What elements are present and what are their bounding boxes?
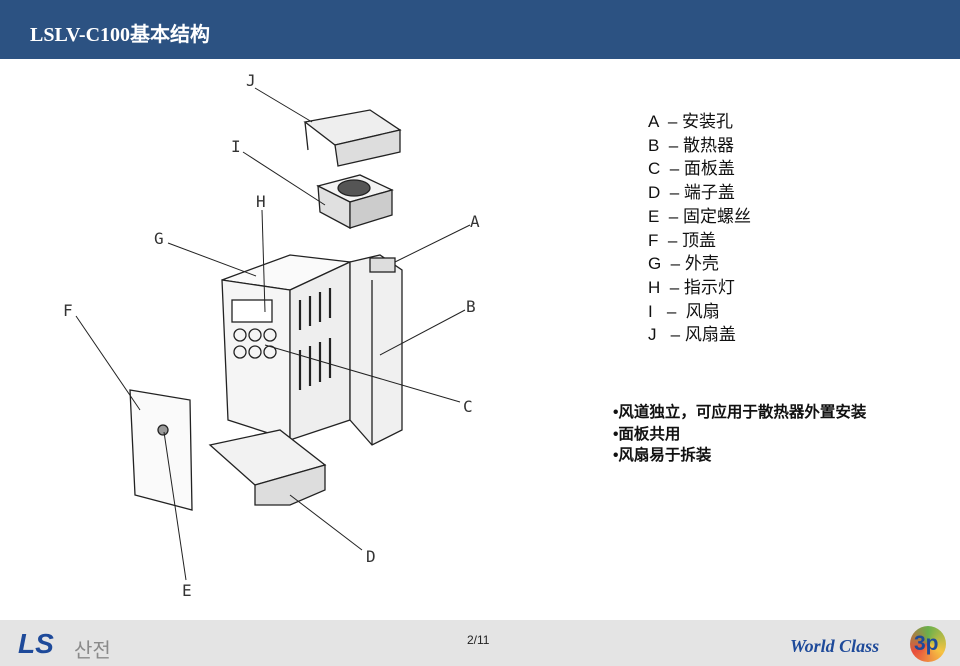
legend-item: H – 指示灯: [648, 277, 735, 297]
legend-item: G – 外壳: [648, 254, 719, 274]
legend-item: I – 风扇: [648, 301, 720, 321]
label-a: A: [470, 212, 480, 231]
label-f: F: [63, 301, 73, 320]
bullet-item: •面板共用: [613, 425, 681, 443]
legend-item: B – 散热器: [648, 135, 734, 155]
label-j: J: [246, 71, 256, 90]
label-b: B: [466, 297, 476, 316]
label-i: I: [231, 137, 241, 156]
bullet-item: •风扇易于拆装: [613, 447, 712, 464]
legend-item: D – 端子盖: [648, 183, 735, 203]
bullet-item: •风道独立，可应用于散热器外置安装: [613, 404, 867, 421]
legend-item: F – 顶盖: [648, 230, 717, 250]
heatsink-part: [349, 254, 403, 446]
label-c: C: [463, 397, 473, 416]
header-bar: LSLV-C100基本结构: [0, 0, 960, 59]
label-e: E: [182, 581, 192, 600]
legend-item: A – 安装孔: [648, 112, 734, 131]
page-number: 2/11: [467, 633, 490, 647]
label-h: H: [256, 192, 266, 211]
legend-item: J – 风扇盖: [648, 325, 736, 345]
top-cover-part: [129, 389, 193, 511]
legend-item: C – 面板盖: [648, 159, 735, 179]
world-class-logo: World Class: [790, 636, 880, 656]
legend-item: E – 固定螺丝: [648, 206, 751, 226]
fan-cover-part: [303, 109, 402, 167]
label-d: D: [366, 547, 376, 566]
ls-logo: LS: [18, 628, 54, 659]
label-g: G: [154, 229, 164, 248]
housing-part: [221, 254, 353, 441]
parts-legend: A – 安装孔 B – 散热器 C – 面板盖 D – 端子盖 E – 固定螺丝…: [648, 110, 751, 347]
feature-bullets: •风道独立，可应用于散热器外置安装 •面板共用 •风扇易于拆装: [613, 402, 866, 467]
footer-bar: [0, 620, 960, 666]
world-class-3p-badge: 3p: [910, 626, 946, 662]
terminal-cover-part: [208, 429, 327, 506]
leader-lines: [75, 87, 471, 581]
fan-part: [316, 174, 394, 230]
badge-text: 3p: [914, 632, 939, 655]
slide-title: LSLV-C100基本结构: [30, 24, 211, 46]
ls-logo-korean: 산전: [74, 640, 111, 662]
